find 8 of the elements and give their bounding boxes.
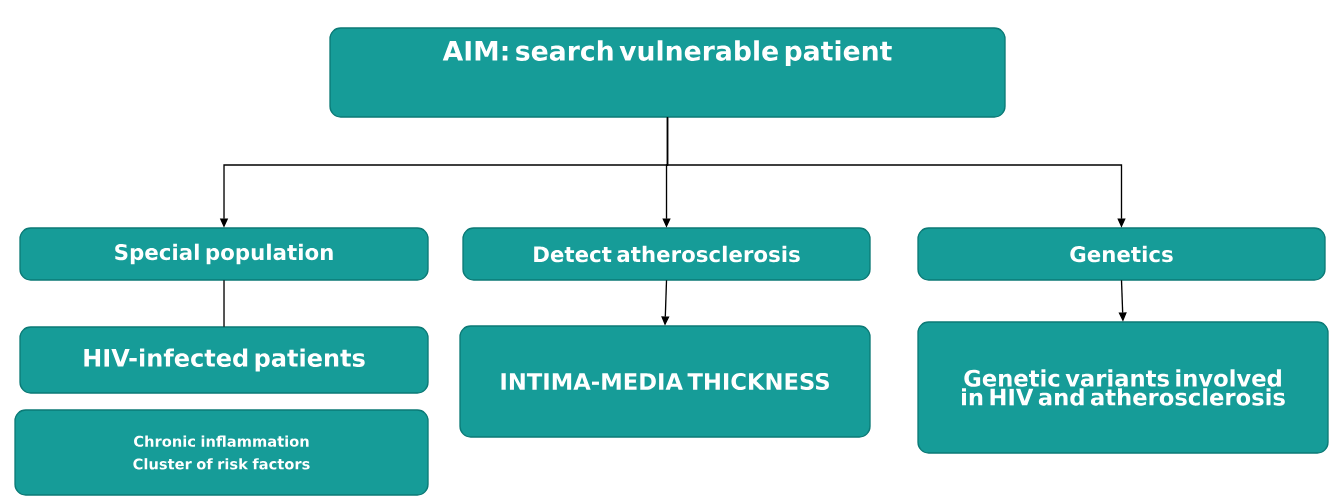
process-box: AIM: search vulnerable patient bbox=[329, 27, 1006, 118]
process-box: Genetic variants involved in HIV and atherosclerosis bbox=[917, 321, 1329, 454]
process-box: Detect atherosclerosis bbox=[462, 227, 871, 281]
process-box: Genetics bbox=[917, 227, 1326, 281]
process-box: Chronic inflammation Cluster of risk factors bbox=[14, 409, 429, 496]
process-box: Special population bbox=[19, 227, 429, 281]
process-box: HIV-infected patients bbox=[19, 326, 429, 394]
process-box: INTIMA-MEDIA THICKNESS bbox=[459, 325, 871, 438]
